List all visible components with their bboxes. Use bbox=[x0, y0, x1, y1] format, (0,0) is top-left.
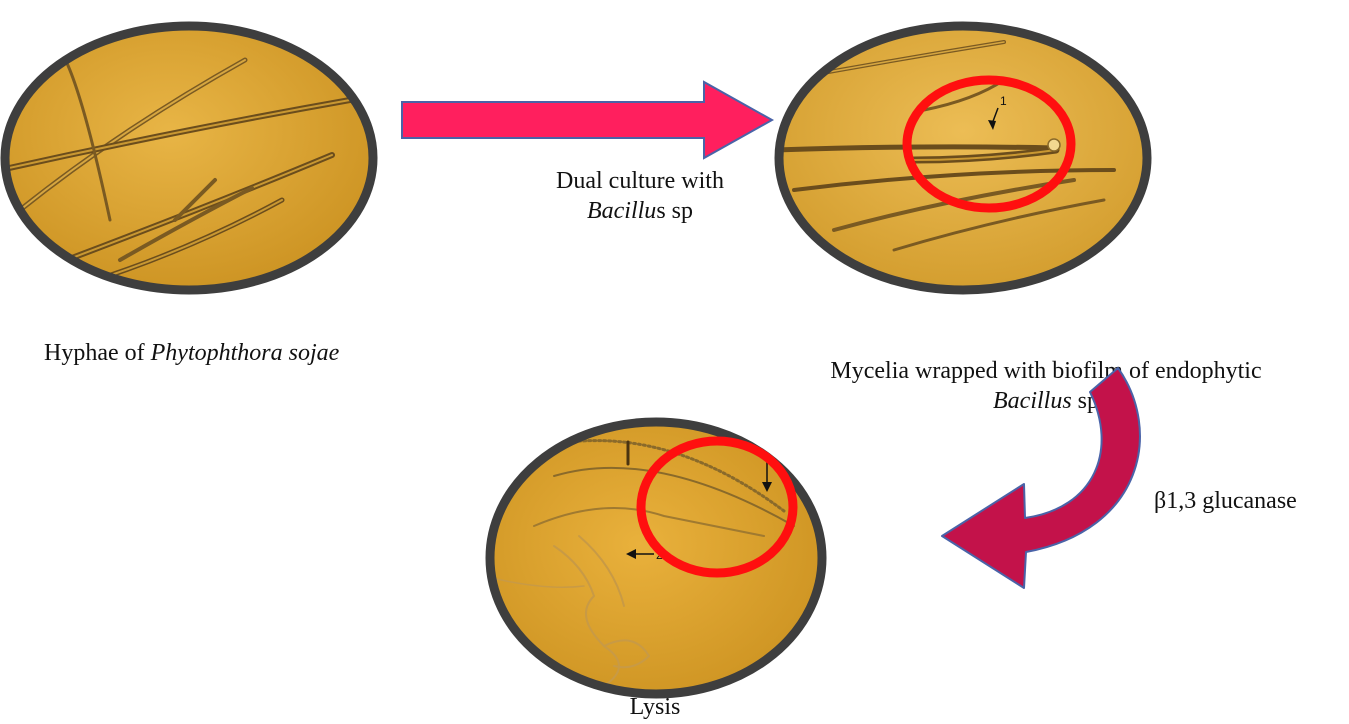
lysis-caption: Lysis bbox=[600, 692, 710, 722]
hyphae-caption-species: Phytophthora sojae bbox=[151, 340, 340, 366]
marker-label-1: 1 bbox=[1000, 94, 1007, 108]
dual-culture-label: Dual culture with Bacillus sp bbox=[520, 166, 760, 226]
glucanase-arrow bbox=[930, 360, 1170, 596]
hyphae-caption: Hyphae of Phytophthora sojae bbox=[44, 338, 339, 368]
dual-culture-line2: Bacillus sp bbox=[520, 196, 760, 226]
hyphae-caption-prefix: Hyphae of bbox=[44, 340, 151, 366]
dual-culture-line1: Dual culture with bbox=[520, 166, 760, 196]
glucanase-label: β1,3 glucanase bbox=[1154, 486, 1297, 516]
dual-culture-suffix: s sp bbox=[656, 198, 693, 224]
lysis-micrograph: 2 bbox=[484, 416, 828, 700]
dual-culture-arrow bbox=[396, 78, 778, 166]
dual-culture-genus: Bacillu bbox=[587, 198, 656, 224]
hyphae-micrograph bbox=[0, 20, 380, 296]
wrapped-mycelia-micrograph: 1 bbox=[774, 20, 1154, 296]
